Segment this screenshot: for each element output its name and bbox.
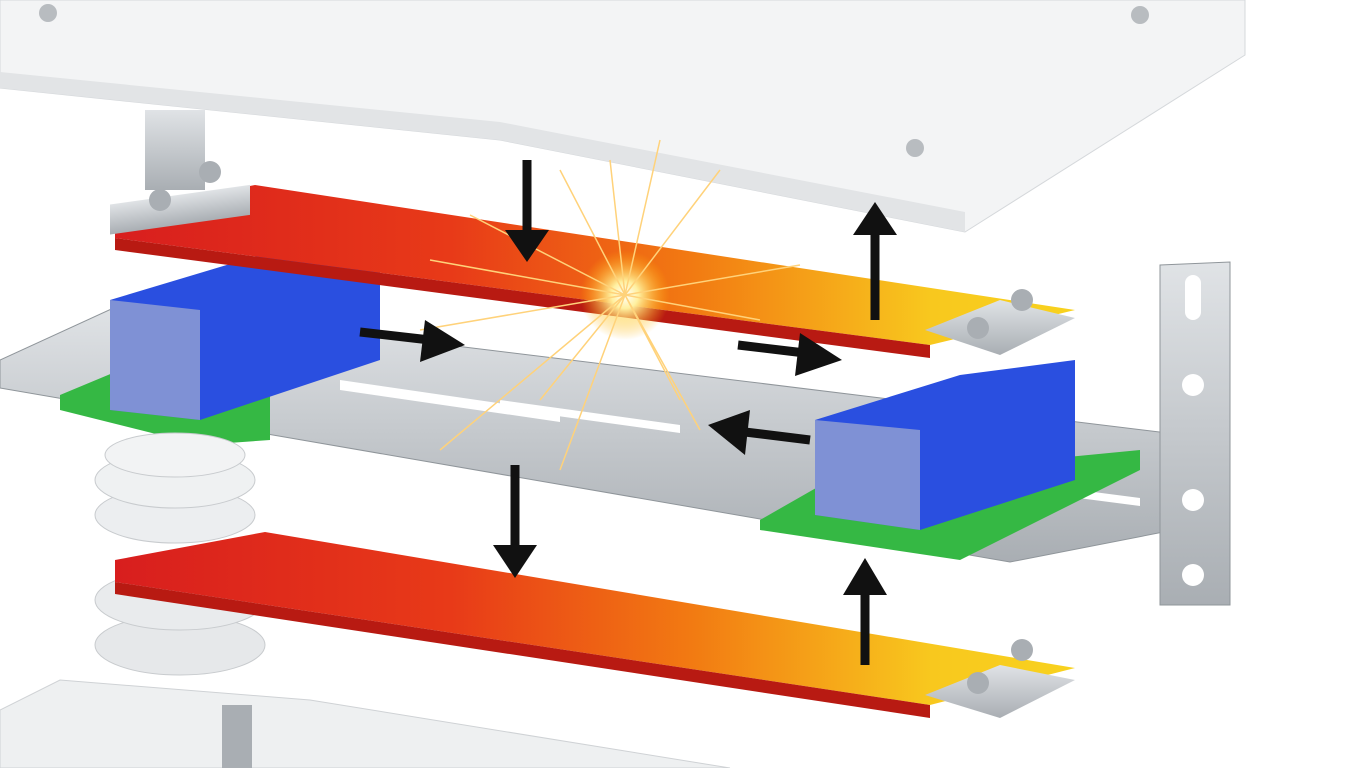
clamp-plate xyxy=(925,300,1075,355)
clamp-plate xyxy=(110,184,250,235)
arrow-right-icon xyxy=(737,333,842,376)
bolt-icon xyxy=(1011,639,1033,661)
screw-icon xyxy=(1131,6,1149,24)
bolt-icon xyxy=(967,317,989,339)
bolt-icon xyxy=(222,705,252,768)
bolt-icon xyxy=(149,189,171,211)
bottom-enclosure-panel xyxy=(0,679,731,768)
top-cover-panel xyxy=(0,0,1246,233)
left-bracket xyxy=(145,110,205,190)
arrow-down-icon xyxy=(505,160,549,262)
arrow-up-icon xyxy=(853,202,897,320)
screw-icon xyxy=(906,139,924,157)
left-insulator-block xyxy=(110,255,380,420)
bolt-icon xyxy=(1011,289,1033,311)
arrow-left-icon xyxy=(708,410,811,455)
bolt-icon xyxy=(967,672,989,694)
clamp-plate xyxy=(925,665,1075,718)
arrow-right-icon xyxy=(359,320,465,362)
screw-icon xyxy=(39,4,57,22)
bottom-busbar xyxy=(115,532,1075,718)
right-bracket xyxy=(1159,261,1231,606)
right-insulator-block xyxy=(815,360,1075,530)
arrow-down-icon xyxy=(493,465,537,578)
spark-icon xyxy=(419,139,801,471)
bolt-icon xyxy=(199,161,221,183)
arrow-up-icon xyxy=(843,558,887,665)
